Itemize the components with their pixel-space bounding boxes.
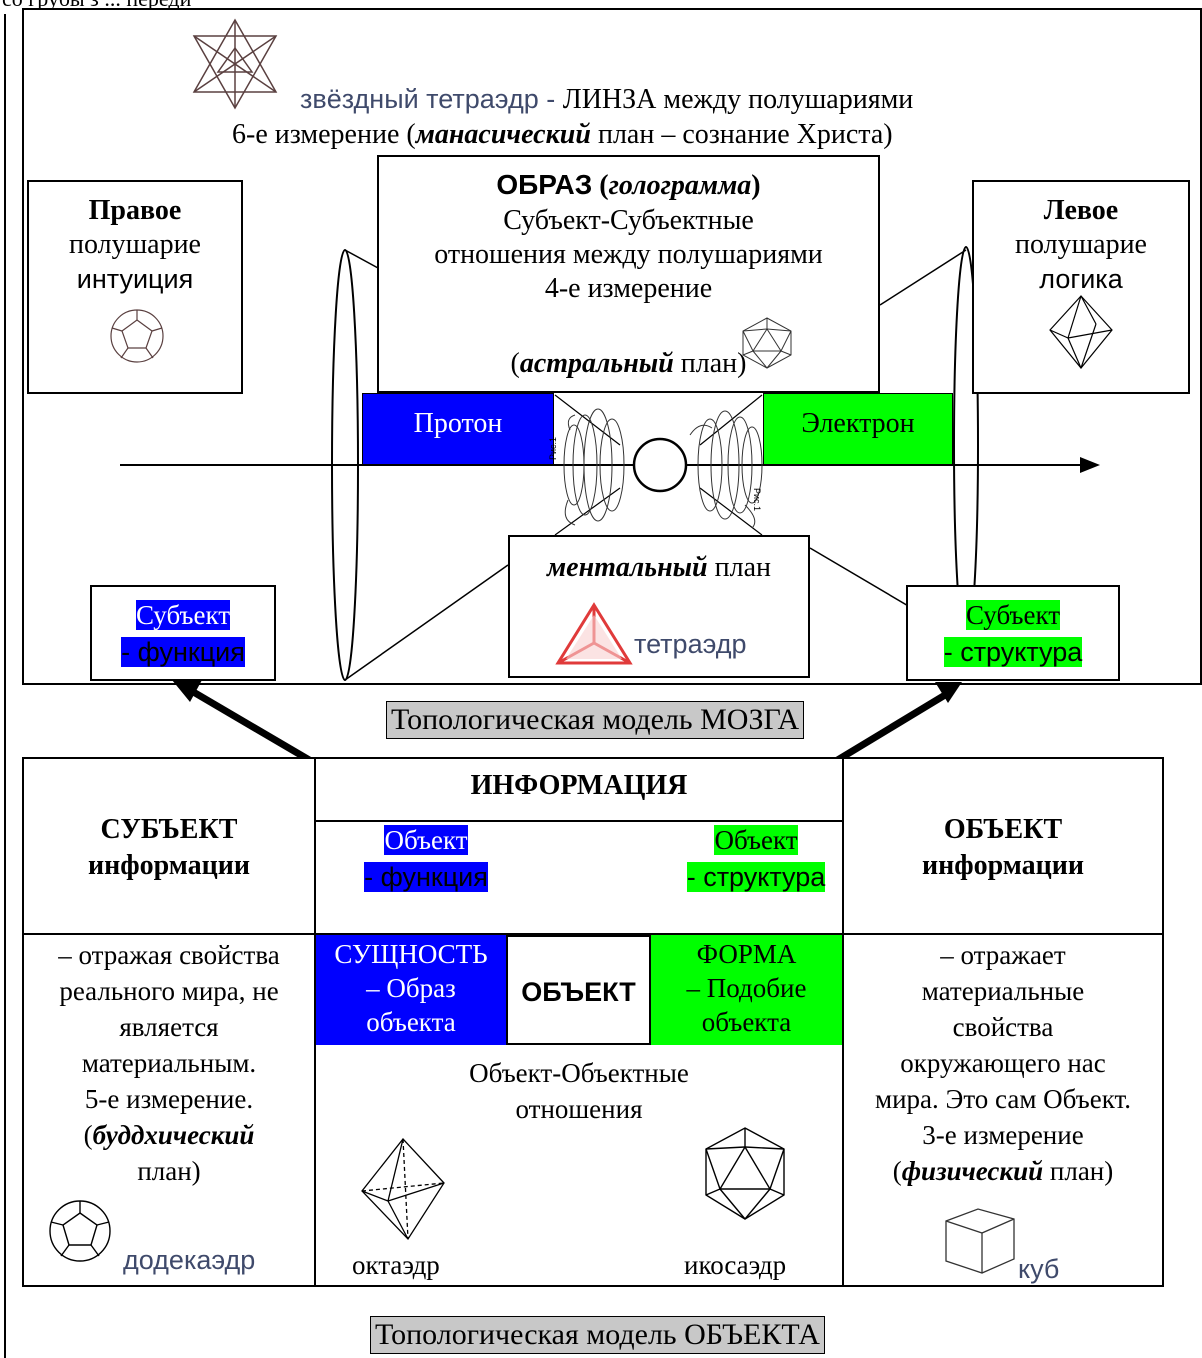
object-model-caption: Топологическая модель ОБЪЕКТА <box>370 1316 825 1354</box>
icosahedron-large-icon <box>705 1127 785 1220</box>
star-tetrahedron-caption: звёздный тетраэдр - ЛИНЗА между полушари… <box>300 84 914 115</box>
left-hemisphere-box: Левое полушарие логика <box>972 180 1190 394</box>
octahedron-label: октаэдр <box>352 1250 440 1280</box>
essence-box: СУЩНОСТЬ – Образ объекта <box>316 935 506 1045</box>
subject-structure-line2: - структура <box>943 637 1083 667</box>
table-divider-v1 <box>314 757 316 1287</box>
tetrahedron-red-icon <box>555 602 633 665</box>
left-spiral-figure <box>563 408 625 526</box>
icosahedron-label: икосаэдр <box>684 1250 787 1280</box>
subject-structure-line1: Субъект <box>965 600 1061 630</box>
subject-structure-box: Субъект - структура <box>906 585 1120 681</box>
table-divider-v2 <box>842 757 844 1287</box>
axis-arrowhead <box>1080 457 1100 473</box>
image-line1: Субъект-Субъектные <box>503 205 754 236</box>
table-divider-h-info <box>314 820 844 822</box>
form-box: ФОРМА – Подобие объекта <box>651 935 842 1045</box>
left-hemisphere-subtitle: полушарие <box>1015 229 1147 260</box>
center-circle <box>632 437 688 493</box>
image-line3: 4-е измерение <box>544 273 713 304</box>
cube-icon <box>945 1208 1015 1274</box>
object-function: Объект - функция <box>364 825 488 892</box>
right-spiral-figure <box>689 410 763 529</box>
outer-frame-left <box>4 14 6 1358</box>
dodecahedron-large-icon <box>49 1200 111 1262</box>
astral-plan: (астральный план) <box>510 348 747 379</box>
figure-label-left: Рис.1 <box>548 436 558 460</box>
subject-function-line2: - функция <box>121 637 245 667</box>
information-table <box>22 757 1164 1287</box>
subject-function-box: Субъект - функция <box>90 585 276 681</box>
left-hemisphere-title: Левое <box>1043 195 1119 226</box>
proton-box: Протон <box>362 393 554 465</box>
dodecahedron-icon <box>110 309 164 363</box>
electron-box: Электрон <box>763 393 953 465</box>
image-title: ОБРАЗ (голограмма) <box>496 169 761 201</box>
object-info: ОБЪЕКТ информации <box>921 814 1085 881</box>
octahedron-large-icon <box>361 1138 445 1241</box>
left-hemisphere-keyword: логика <box>1039 264 1123 294</box>
tetrahedron-label: тетраэдр <box>634 629 747 659</box>
subject-info: СУБЪЕКТ информации <box>87 814 251 881</box>
image-line2: отношения между полушариями <box>434 239 823 270</box>
object-word: ОБЪЕКТ <box>506 935 651 1045</box>
object-structure: Объект - структура <box>686 825 826 892</box>
dodecahedron-label: додекаэдр <box>123 1245 256 1275</box>
right-hemisphere-subtitle: полушарие <box>69 229 201 260</box>
sixth-dimension-line: 6-е измерение (манасический план – созна… <box>232 119 893 150</box>
subject-function-line1: Субъект <box>135 600 231 630</box>
information-header: ИНФОРМАЦИЯ <box>470 770 688 801</box>
figure-label-right: Рис.1 <box>752 488 762 512</box>
object-relations: Объект-Объектные отношения <box>469 1058 689 1124</box>
right-hemisphere-title: Правое <box>88 195 182 226</box>
table-divider-h-main <box>22 933 1164 935</box>
mental-plan-box: ментальный план тетраэдр <box>508 535 810 678</box>
brain-model-caption: Топологическая модель МОЗГА <box>386 701 805 739</box>
mental-plan-title: ментальный план <box>546 552 772 583</box>
cube-label: куб <box>1018 1254 1060 1284</box>
subject-description: – отражая свойства реального мира, не яв… <box>58 940 280 1186</box>
top-fragment-text: со грубы з ... переди <box>2 0 191 12</box>
octahedron-icon <box>1049 295 1113 369</box>
object-description: – отражает материальные свойства окружаю… <box>875 940 1131 1186</box>
right-hemisphere-box: Правое полушарие интуиция <box>27 180 243 394</box>
icosahedron-small-icon <box>742 317 792 369</box>
right-hemisphere-keyword: интуиция <box>76 264 194 294</box>
image-hologram-box: ОБРАЗ (голограмма) Субъект-Субъектные от… <box>377 155 880 393</box>
